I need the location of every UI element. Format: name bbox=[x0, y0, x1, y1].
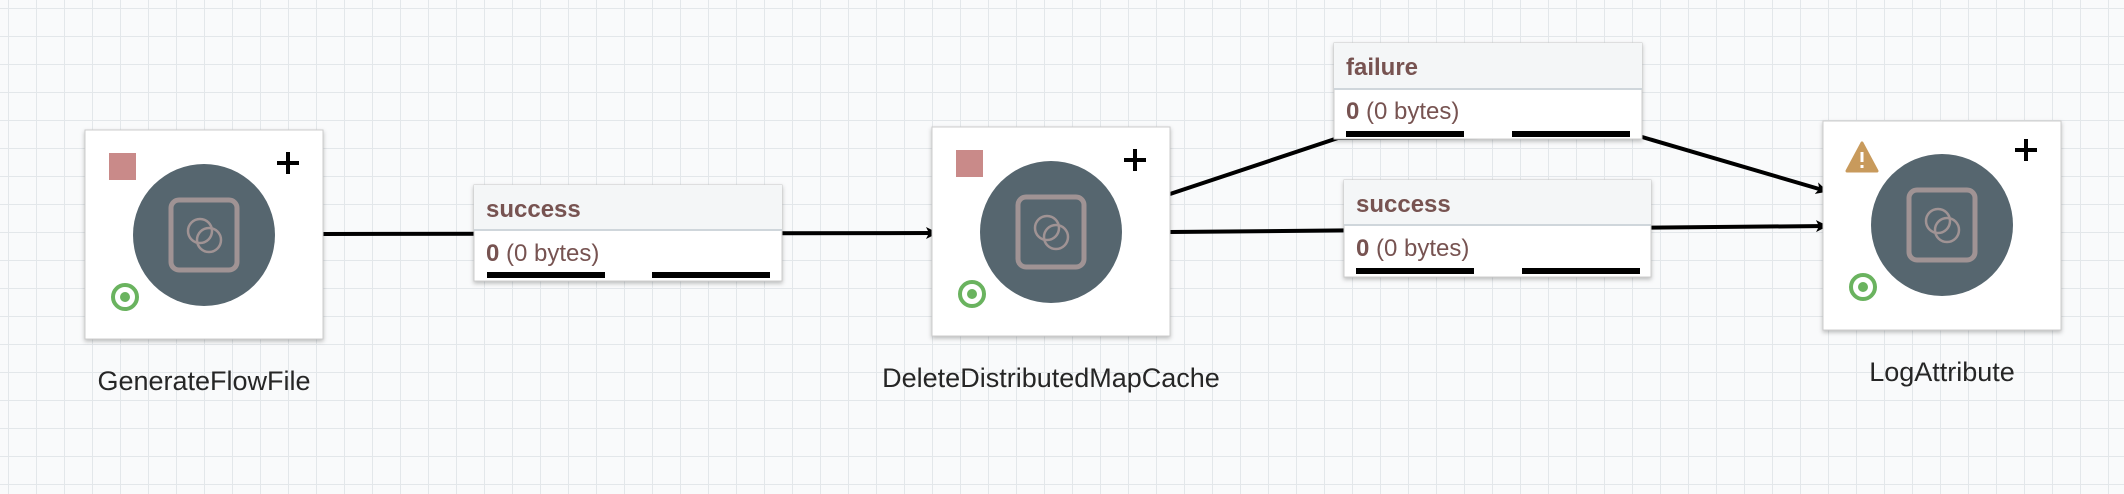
processor-name: DeleteDistributedMapCache bbox=[882, 363, 1220, 393]
relationship-name: success bbox=[1356, 191, 1451, 218]
processor-circle bbox=[1871, 154, 2013, 296]
queued-size: (0 bytes) bbox=[1376, 235, 1469, 262]
connection-label-success[interactable]: success 0 (0 bytes) bbox=[1343, 179, 1652, 278]
connection-label-failure[interactable]: failure 0 (0 bytes) bbox=[1333, 42, 1643, 140]
stop-icon bbox=[956, 150, 983, 177]
queue-bar bbox=[652, 272, 770, 278]
stop-icon bbox=[109, 153, 136, 180]
add-icon[interactable] bbox=[2015, 139, 2037, 161]
svg-text:0 (0 bytes): 0 (0 bytes) bbox=[1346, 98, 1459, 125]
queue-bar bbox=[1346, 131, 1464, 137]
queued-size: (0 bytes) bbox=[1366, 98, 1459, 125]
queued-count: 0 bbox=[1356, 235, 1369, 262]
processor-logattribute[interactable] bbox=[1822, 120, 2062, 331]
queue-bar bbox=[1356, 268, 1474, 274]
queued-size: (0 bytes) bbox=[506, 240, 599, 267]
add-icon[interactable] bbox=[1124, 149, 1146, 171]
processor-circle bbox=[980, 161, 1122, 303]
queue-bar bbox=[1512, 131, 1630, 137]
run-target-icon bbox=[1849, 273, 1877, 301]
run-target-icon bbox=[958, 280, 986, 308]
queue-bar bbox=[487, 272, 605, 278]
processor-circle bbox=[133, 164, 275, 306]
add-icon[interactable] bbox=[277, 152, 299, 174]
relationship-name: failure bbox=[1346, 54, 1418, 81]
queued-count: 0 bbox=[1346, 98, 1359, 125]
warning-icon bbox=[1845, 141, 1879, 173]
svg-text:0 (0 bytes): 0 (0 bytes) bbox=[1356, 235, 1469, 262]
queue-bar bbox=[1522, 268, 1640, 274]
svg-text:0 (0 bytes): 0 (0 bytes) bbox=[486, 240, 599, 267]
run-target-icon bbox=[111, 283, 139, 311]
queued-count: 0 bbox=[486, 240, 499, 267]
relationship-name: success bbox=[486, 196, 581, 223]
processor-name: GenerateFlowFile bbox=[97, 366, 310, 396]
processor-deletedistributedmapcache[interactable] bbox=[931, 126, 1171, 337]
processor-name: LogAttribute bbox=[1869, 357, 2015, 387]
processor-generateflowfile[interactable] bbox=[84, 129, 324, 340]
connection-label-success[interactable]: success 0 (0 bytes) bbox=[473, 184, 783, 282]
